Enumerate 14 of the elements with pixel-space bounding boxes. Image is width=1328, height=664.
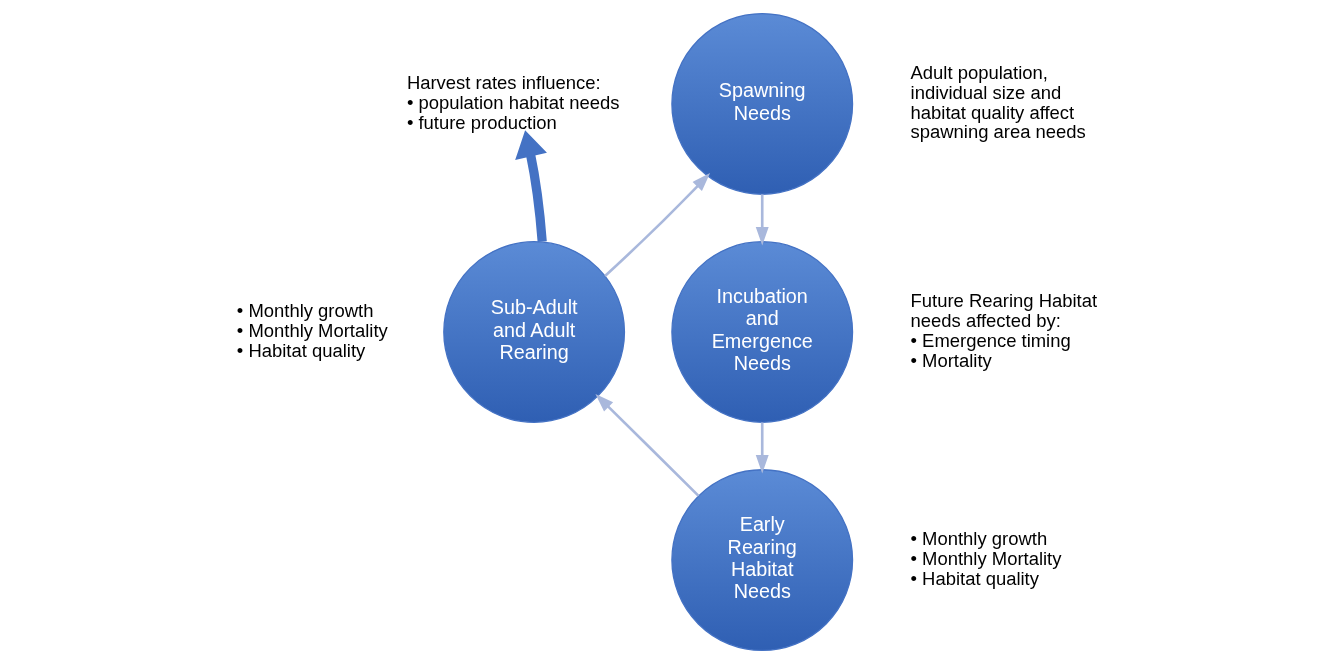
node-circle: Early Rearing Habitat Needs: [671, 469, 854, 652]
node-label: • Monthly growth: [236, 300, 374, 322]
node-label: • Monthly growth: [910, 528, 1048, 550]
arrow: [604, 173, 711, 277]
node-label: Future Rearing Habitat needs affected by:: [910, 290, 1098, 331]
node-circle: Sub-Adult and Adult Rearing: [443, 241, 626, 423]
node-text: Harvest rates influence: • population habitat needs • future production: [406, 72, 620, 133]
arrow: [595, 393, 700, 497]
node-circle: Incubation and Emergence Needs: [671, 241, 854, 423]
node-label: Adult population, individual size and habitat quality affect spawning area needs: [910, 62, 1086, 143]
node-circle: Spawning Needs: [671, 12, 854, 195]
arrow: [755, 422, 769, 474]
arrow: [515, 130, 547, 242]
arrow: [755, 194, 769, 246]
